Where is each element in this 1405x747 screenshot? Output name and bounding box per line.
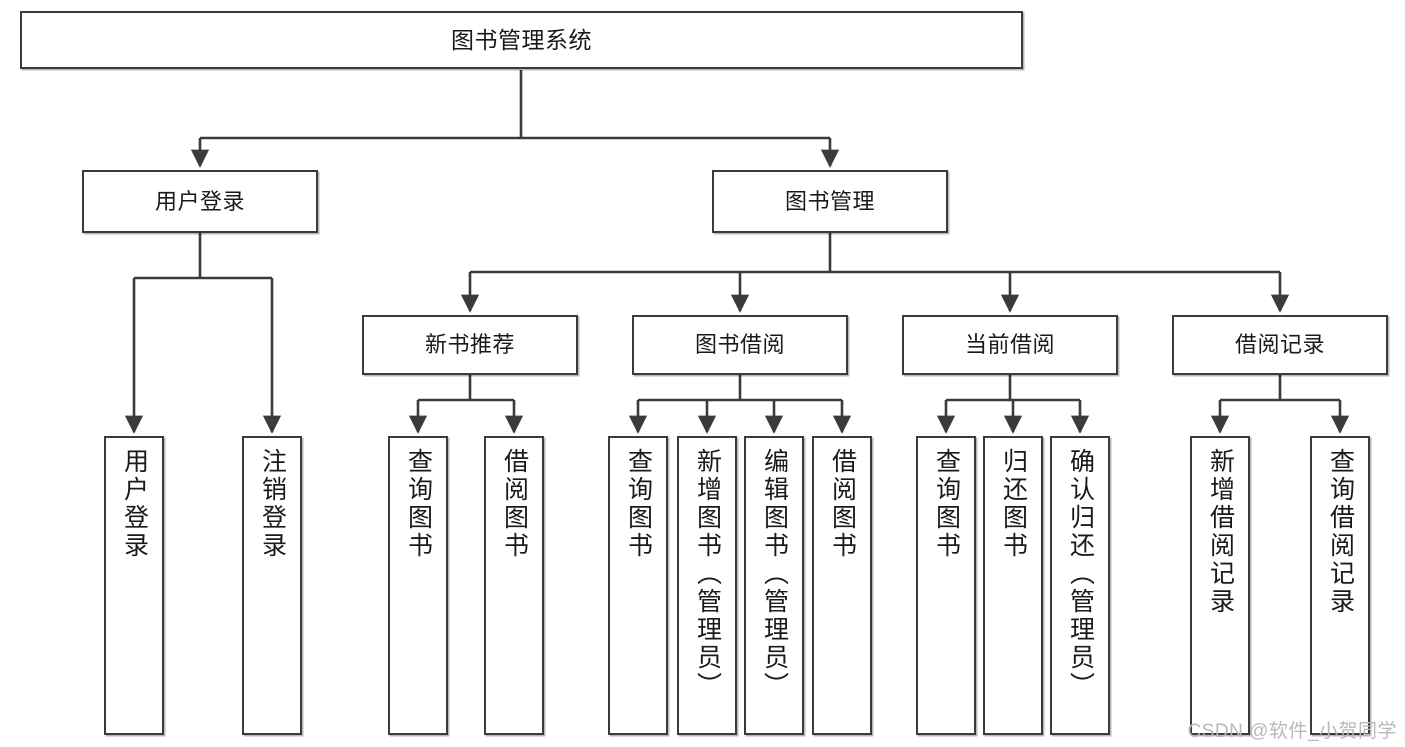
leaf-borrow-record-add-label: 新增借阅记录	[1206, 448, 1235, 616]
leaf-borrow-record-query[interactable]: 查询借阅记录	[1310, 436, 1370, 735]
leaf-current-borrow-return[interactable]: 归还图书	[983, 436, 1043, 735]
node-new-book-recommend-label: 新书推荐	[424, 332, 515, 358]
node-new-book-recommend[interactable]: 新书推荐	[362, 315, 578, 375]
leaf-current-borrow-return-label: 归还图书	[999, 448, 1028, 560]
leaf-book-borrow-lend[interactable]: 借阅图书	[812, 436, 872, 735]
leaf-book-borrow-add-label: 新增图书（管理员）	[693, 448, 722, 700]
leaf-current-borrow-confirm-return[interactable]: 确认归还（管理员）	[1050, 436, 1110, 735]
leaf-borrow-record-add[interactable]: 新增借阅记录	[1190, 436, 1250, 735]
node-current-borrow[interactable]: 当前借阅	[902, 315, 1118, 375]
csdn-watermark: CSDN @软件_小贺同学	[1187, 721, 1397, 742]
leaf-new-book-borrow-label: 借阅图书	[500, 448, 529, 560]
leaf-user-login-signout[interactable]: 注销登录	[242, 436, 302, 735]
leaf-user-login-signin[interactable]: 用户登录	[104, 436, 164, 735]
node-root-label: 图书管理系统	[451, 26, 592, 53]
leaf-new-book-query[interactable]: 查询图书	[388, 436, 448, 735]
leaf-current-borrow-query-label: 查询图书	[932, 448, 961, 560]
leaf-new-book-query-label: 查询图书	[404, 448, 433, 560]
leaf-user-login-signin-label: 用户登录	[120, 448, 149, 560]
node-borrow-record[interactable]: 借阅记录	[1172, 315, 1388, 375]
leaf-new-book-borrow[interactable]: 借阅图书	[484, 436, 544, 735]
node-book-management-label: 图书管理	[784, 188, 875, 214]
node-book-borrow-label: 图书借阅	[694, 332, 785, 358]
leaf-book-borrow-edit-label: 编辑图书（管理员）	[760, 448, 789, 700]
leaf-user-login-signout-label: 注销登录	[258, 448, 287, 560]
leaf-book-borrow-edit[interactable]: 编辑图书（管理员）	[744, 436, 804, 735]
leaf-book-borrow-query[interactable]: 查询图书	[608, 436, 668, 735]
node-current-borrow-label: 当前借阅	[964, 332, 1055, 358]
leaf-book-borrow-query-label: 查询图书	[624, 448, 653, 560]
node-book-management[interactable]: 图书管理	[712, 170, 948, 233]
leaf-borrow-record-query-label: 查询借阅记录	[1326, 448, 1355, 616]
node-book-borrow[interactable]: 图书借阅	[632, 315, 848, 375]
leaf-book-borrow-lend-label: 借阅图书	[828, 448, 857, 560]
node-user-login-label: 用户登录	[154, 188, 245, 214]
node-root[interactable]: 图书管理系统	[20, 11, 1023, 69]
leaf-current-borrow-query[interactable]: 查询图书	[916, 436, 976, 735]
node-borrow-record-label: 借阅记录	[1234, 332, 1325, 358]
leaf-book-borrow-add[interactable]: 新增图书（管理员）	[677, 436, 737, 735]
leaf-current-borrow-confirm-return-label: 确认归还（管理员）	[1066, 448, 1095, 700]
node-user-login[interactable]: 用户登录	[82, 170, 318, 233]
